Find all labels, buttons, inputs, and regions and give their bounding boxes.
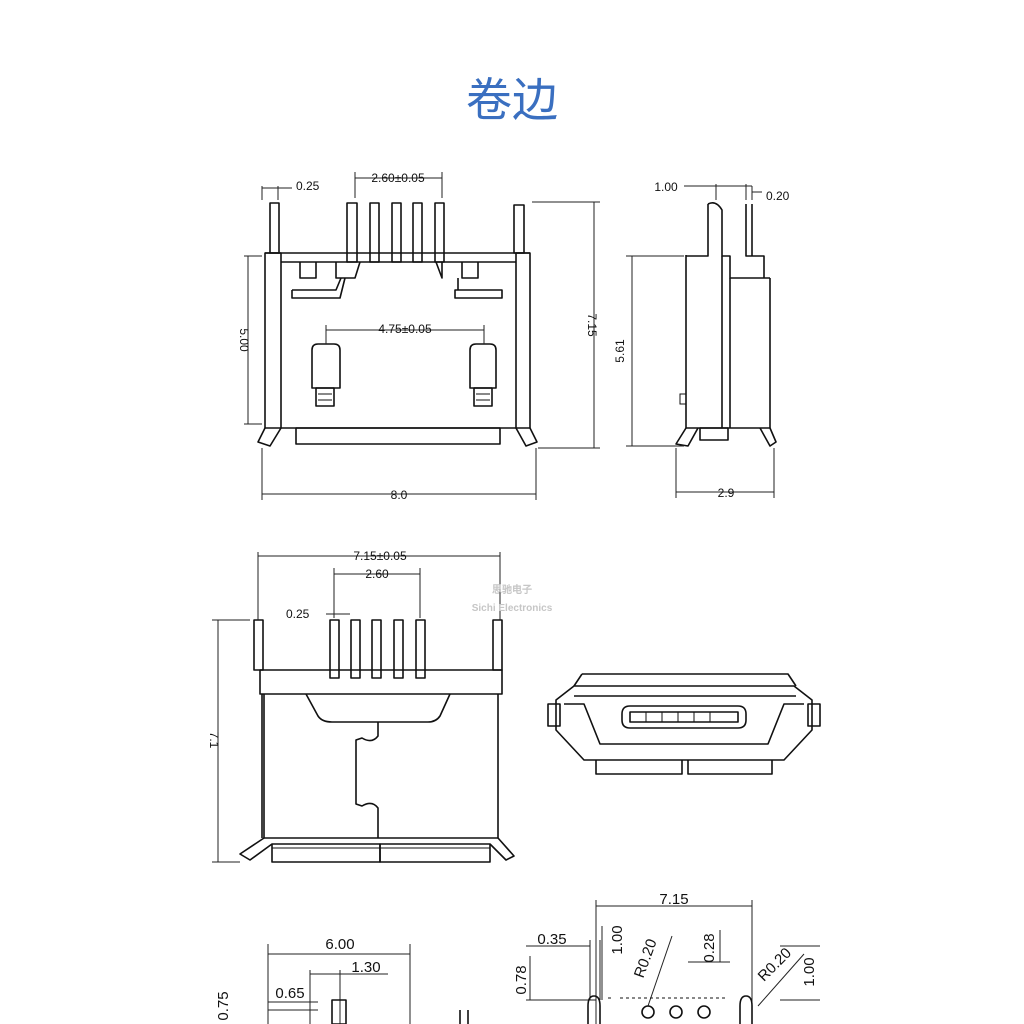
dim-peg-span: 4.75±0.05 [378,322,432,336]
dim-pcb2-slot-height-right: 1.00 [801,957,818,986]
page-title: 卷边 [466,73,558,127]
dim-side-depth: 2.9 [718,486,735,500]
pcb-footprint-left: 6.00 1.30 0.65 0.75 [215,936,469,1024]
dim-pcb2-slot-height: 1.00 [609,925,626,954]
rear-view: 7.15±0.05 2.60 0.25 7.1 [207,549,515,863]
front-view: 0.25 2.60±0.05 4.75±0.05 5.00 7.15 8.0 [237,171,600,502]
dim-pcb2-width: 7.15 [659,891,688,908]
dim-pin-pitch: 2.60±0.05 [371,171,425,185]
dim-pcb2-gap: 0.28 [701,933,718,962]
dim-pcb2-offset: 0.78 [513,965,530,994]
watermark-en: Sichi Electronics [472,603,553,614]
pcb-footprint-right: 7.15 0.35 1.00 R0.20 0.28 0.78 R0.20 1.0… [513,891,820,1024]
dim-body-height: 5.00 [237,328,251,352]
dim-rear-lead: 0.25 [286,607,310,621]
dim-rear-width: 7.15±0.05 [353,549,407,563]
side-view: 1.00 0.20 5.61 2.9 [613,180,790,500]
dim-total-height: 7.15 [585,313,599,337]
dim-lead-thickness: 0.25 [296,179,320,193]
dim-side-height: 5.61 [613,339,627,363]
dim-rear-pitch: 2.60 [365,567,389,581]
face-view [547,673,821,775]
dim-pcb2-radius-left: R0.20 [631,937,661,980]
dim-pcb-inner: 1.30 [351,959,380,976]
dim-pcb2-radius-right: R0.20 [755,945,795,985]
watermark-cn: 思驰电子 [492,583,532,596]
dim-side-top: 1.00 [654,180,678,194]
dim-width: 8.0 [391,488,408,502]
dim-rear-height: 7.1 [207,732,221,749]
dim-pcb-pad: 0.65 [275,985,304,1002]
dim-pcb-pad-height: 0.75 [215,991,232,1020]
dim-pcb2-slot-width: 0.35 [537,931,566,948]
dim-pcb-width: 6.00 [325,936,354,953]
dim-side-lead: 0.20 [766,189,790,203]
